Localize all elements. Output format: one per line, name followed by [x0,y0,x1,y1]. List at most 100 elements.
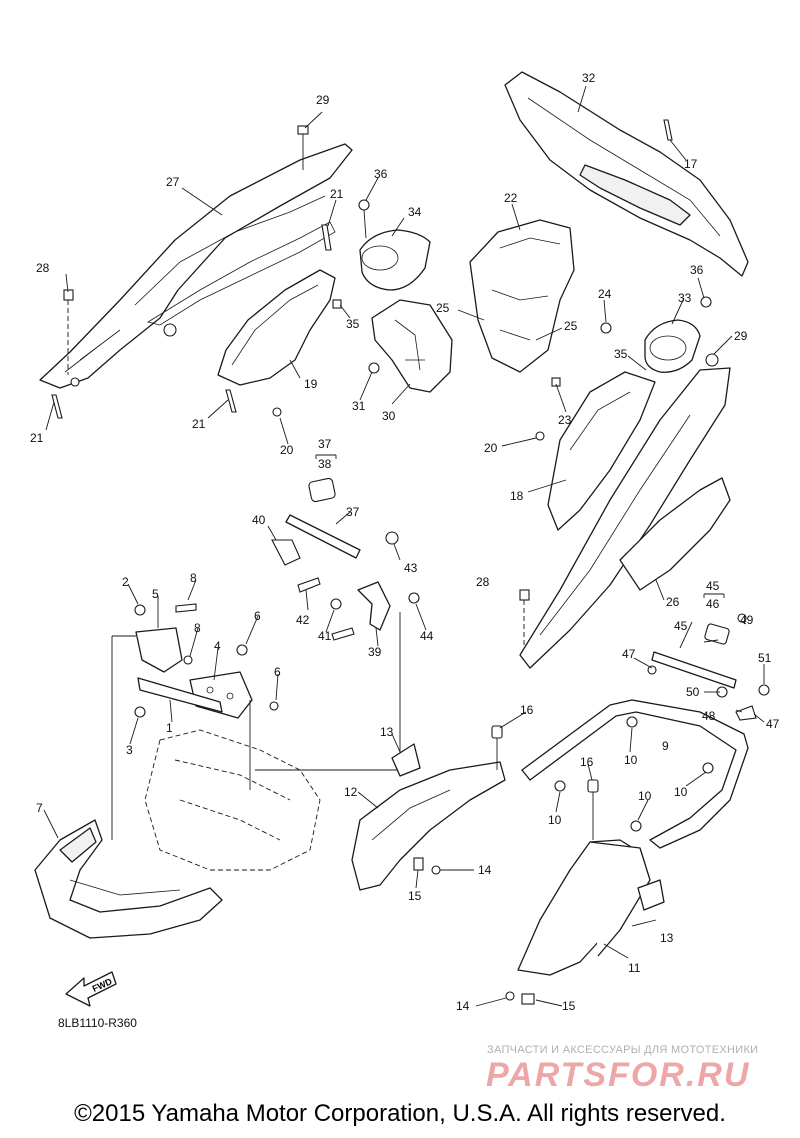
callout-42: 42 [296,613,310,627]
callout-27: 27 [166,175,180,189]
callout-34: 34 [408,205,422,219]
callout-16: 16 [520,703,534,717]
callout-14: 14 [456,999,470,1013]
callout-20: 20 [484,441,498,455]
callout-8: 8 [194,621,201,635]
callout-22: 22 [504,191,518,205]
callout-30: 30 [382,409,396,423]
callout-4: 4 [214,639,221,653]
callout-26: 26 [666,595,680,609]
watermark-subtitle: ЗАПЧАСТИ И АКСЕССУАРЫ ДЛЯ МОТОТЕХНИКИ [487,1044,759,1056]
callout-43: 43 [404,561,418,575]
callout-leaders [43,85,765,1007]
callout-15: 15 [408,889,422,903]
callout-32: 32 [582,71,596,85]
callout-37: 37 [346,505,360,519]
callout-21: 21 [330,187,344,201]
callout-24: 24 [598,287,612,301]
part-13-label [391,743,421,777]
callout-41: 41 [318,629,332,643]
copyright-notice: ©2015 Yamaha Motor Corporation, U.S.A. A… [74,1100,726,1127]
callout-37: 37 [318,437,332,451]
callout-20: 20 [280,443,294,457]
callout-28: 28 [476,575,490,589]
part-34-lens-cup [358,199,431,291]
callout-18: 18 [510,489,524,503]
diagram-code: 8LB1110-R360 [58,1016,137,1030]
callout-10: 10 [624,753,638,767]
callout-38: 38 [318,457,332,471]
callout-23: 23 [558,413,572,427]
callout-29: 29 [734,329,748,343]
fwd-arrow-icon: FWD [65,971,117,1007]
callout-33: 33 [678,291,692,305]
callout-3: 3 [126,743,133,757]
watermark-logo: PARTSFOR.RU [486,1056,751,1094]
part-45-shaft [647,613,770,721]
callout-39: 39 [368,645,382,659]
callout-25: 25 [564,319,578,333]
callout-48: 48 [702,709,716,723]
callout-50: 50 [686,685,700,699]
callout-45: 45 [674,619,688,633]
part-26-side-cover [519,367,731,669]
part-39-bracket [297,577,420,641]
part-22-housing [469,219,612,387]
callout-9: 9 [662,739,669,753]
part-33-lens-cup [644,296,719,373]
part-38-sleeve [308,477,336,503]
callout-10: 10 [674,785,688,799]
callout-13: 13 [660,931,674,945]
part-12-cover [351,725,506,891]
callout-21: 21 [192,417,206,431]
callout-47: 47 [766,717,780,731]
callout-36: 36 [374,167,388,181]
callout-31: 31 [352,399,366,413]
callout-8: 8 [190,571,197,585]
callout-25: 25 [436,301,450,315]
callout-6: 6 [274,665,281,679]
callout-47: 47 [622,647,636,661]
callout-17: 17 [684,157,698,171]
callout-12: 12 [344,785,358,799]
part-37-shaft [271,514,399,566]
callout-5: 5 [152,587,159,601]
group-bracket-45-46 [703,593,725,598]
part-5-bracket [134,603,197,673]
callout-labels: 29 27 28 21 21 19 21 20 35 34 36 30 31 3… [30,71,780,1013]
part-1-stay [134,677,223,718]
callout-45: 45 [706,579,720,593]
callout-16: 16 [580,755,594,769]
callout-28: 28 [36,261,50,275]
callout-40: 40 [252,513,266,527]
callout-10: 10 [638,789,652,803]
part-19-inner-panel [217,269,336,386]
part-30-bracket [368,299,453,393]
callout-15: 15 [562,999,576,1013]
callout-44: 44 [420,629,434,643]
callout-51: 51 [758,651,772,665]
callout-6: 6 [254,609,261,623]
part-27-side-cover [39,143,353,389]
callout-49: 49 [740,613,754,627]
callout-13: 13 [380,725,394,739]
callout-2: 2 [122,575,129,589]
callout-21: 21 [30,431,44,445]
callout-14: 14 [478,863,492,877]
part-9-pipe-frame [521,699,749,849]
callout-36: 36 [690,263,704,277]
frame-reference [111,612,401,871]
callout-29: 29 [316,93,330,107]
group-bracket-37-38 [315,454,337,459]
callout-10: 10 [548,813,562,827]
callout-35: 35 [614,347,628,361]
callout-11: 11 [628,961,641,975]
part-11-front-fender [505,779,665,1005]
callout-1: 1 [166,721,173,735]
callout-46: 46 [706,597,720,611]
part-4-plate [183,644,279,719]
part-7-lower-cowl [34,819,223,939]
fasteners-upper-left [51,125,342,419]
callout-35: 35 [346,317,360,331]
